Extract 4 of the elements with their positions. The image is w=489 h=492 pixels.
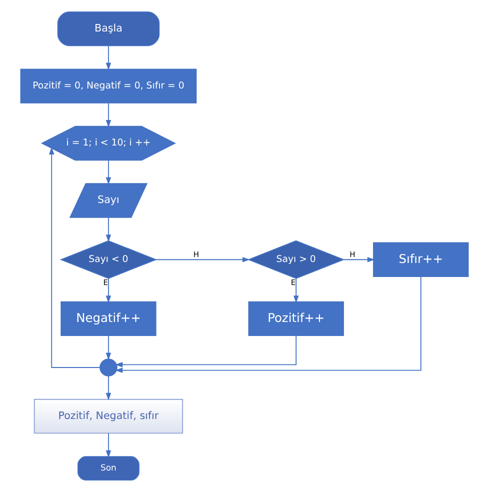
edge-label: E — [290, 278, 296, 287]
edge-label: H — [193, 250, 200, 260]
edge-label: E — [103, 278, 108, 287]
edge-label: H — [350, 250, 356, 260]
